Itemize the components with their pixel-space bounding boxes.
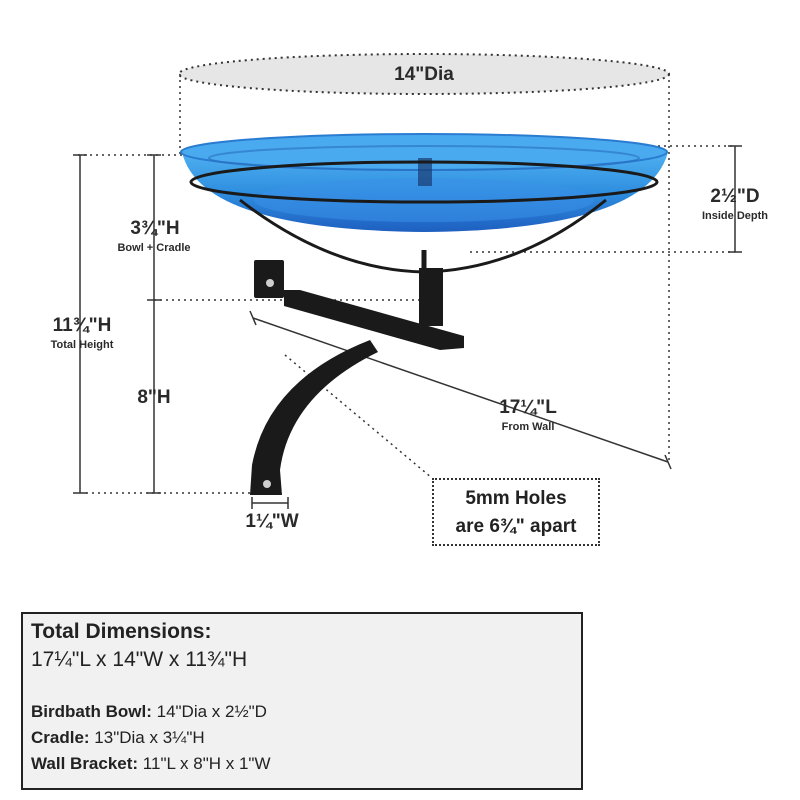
cradle-spec: Cradle: 13"Dia x 3¼"H — [31, 728, 205, 748]
overall-dimensions: 17¼"L x 14"W x 11¾"H — [31, 648, 248, 671]
bowl-cradle-caption: Bowl + Cradle — [117, 242, 191, 254]
bowl-cradle-height-label: 3¾"H — [130, 218, 180, 239]
birdbath-bowl — [180, 133, 668, 232]
wall-bracket — [250, 260, 464, 495]
bowl-spec-value: 14"Dia x 2½"D — [151, 702, 267, 721]
dimensions-title: Total Dimensions: — [31, 620, 212, 643]
length-caption: From Wall — [501, 421, 555, 433]
total-height-caption: Total Height — [50, 339, 114, 351]
bracket-spec: Wall Bracket: 11"L x 8"H x 1"W — [31, 754, 271, 774]
holes-callout: 5mm Holes are 6¾" apart — [432, 478, 600, 546]
total-dimensions-panel: Total Dimensions: 17¼"L x 14"W x 11¾"H B… — [21, 612, 583, 790]
bracket-height-label: 8"H — [137, 387, 171, 408]
cradle-spec-value: 13"Dia x 3¼"H — [89, 728, 205, 747]
width-label: 1¼"W — [245, 511, 299, 532]
bracket-spec-label: Wall Bracket: — [31, 754, 139, 773]
length-dimension-line — [252, 317, 669, 463]
bracket-spec-value: 11"L x 8"H x 1"W — [138, 754, 271, 773]
length-label: 17¼"L — [499, 397, 557, 418]
holes-line-1: 5mm Holes — [465, 488, 567, 509]
depth-label: 2½"D — [710, 186, 760, 207]
depth-caption: Inside Depth — [701, 210, 768, 222]
total-height-label: 11¾"H — [52, 315, 112, 336]
bowl-spec-label: Birdbath Bowl: — [31, 702, 152, 721]
cradle-spec-label: Cradle: — [31, 728, 90, 747]
bowl-spec: Birdbath Bowl: 14"Dia x 2½"D — [31, 702, 267, 722]
holes-line-2: are 6¾" apart — [455, 516, 577, 537]
diameter-label: 14"Dia — [394, 64, 454, 85]
